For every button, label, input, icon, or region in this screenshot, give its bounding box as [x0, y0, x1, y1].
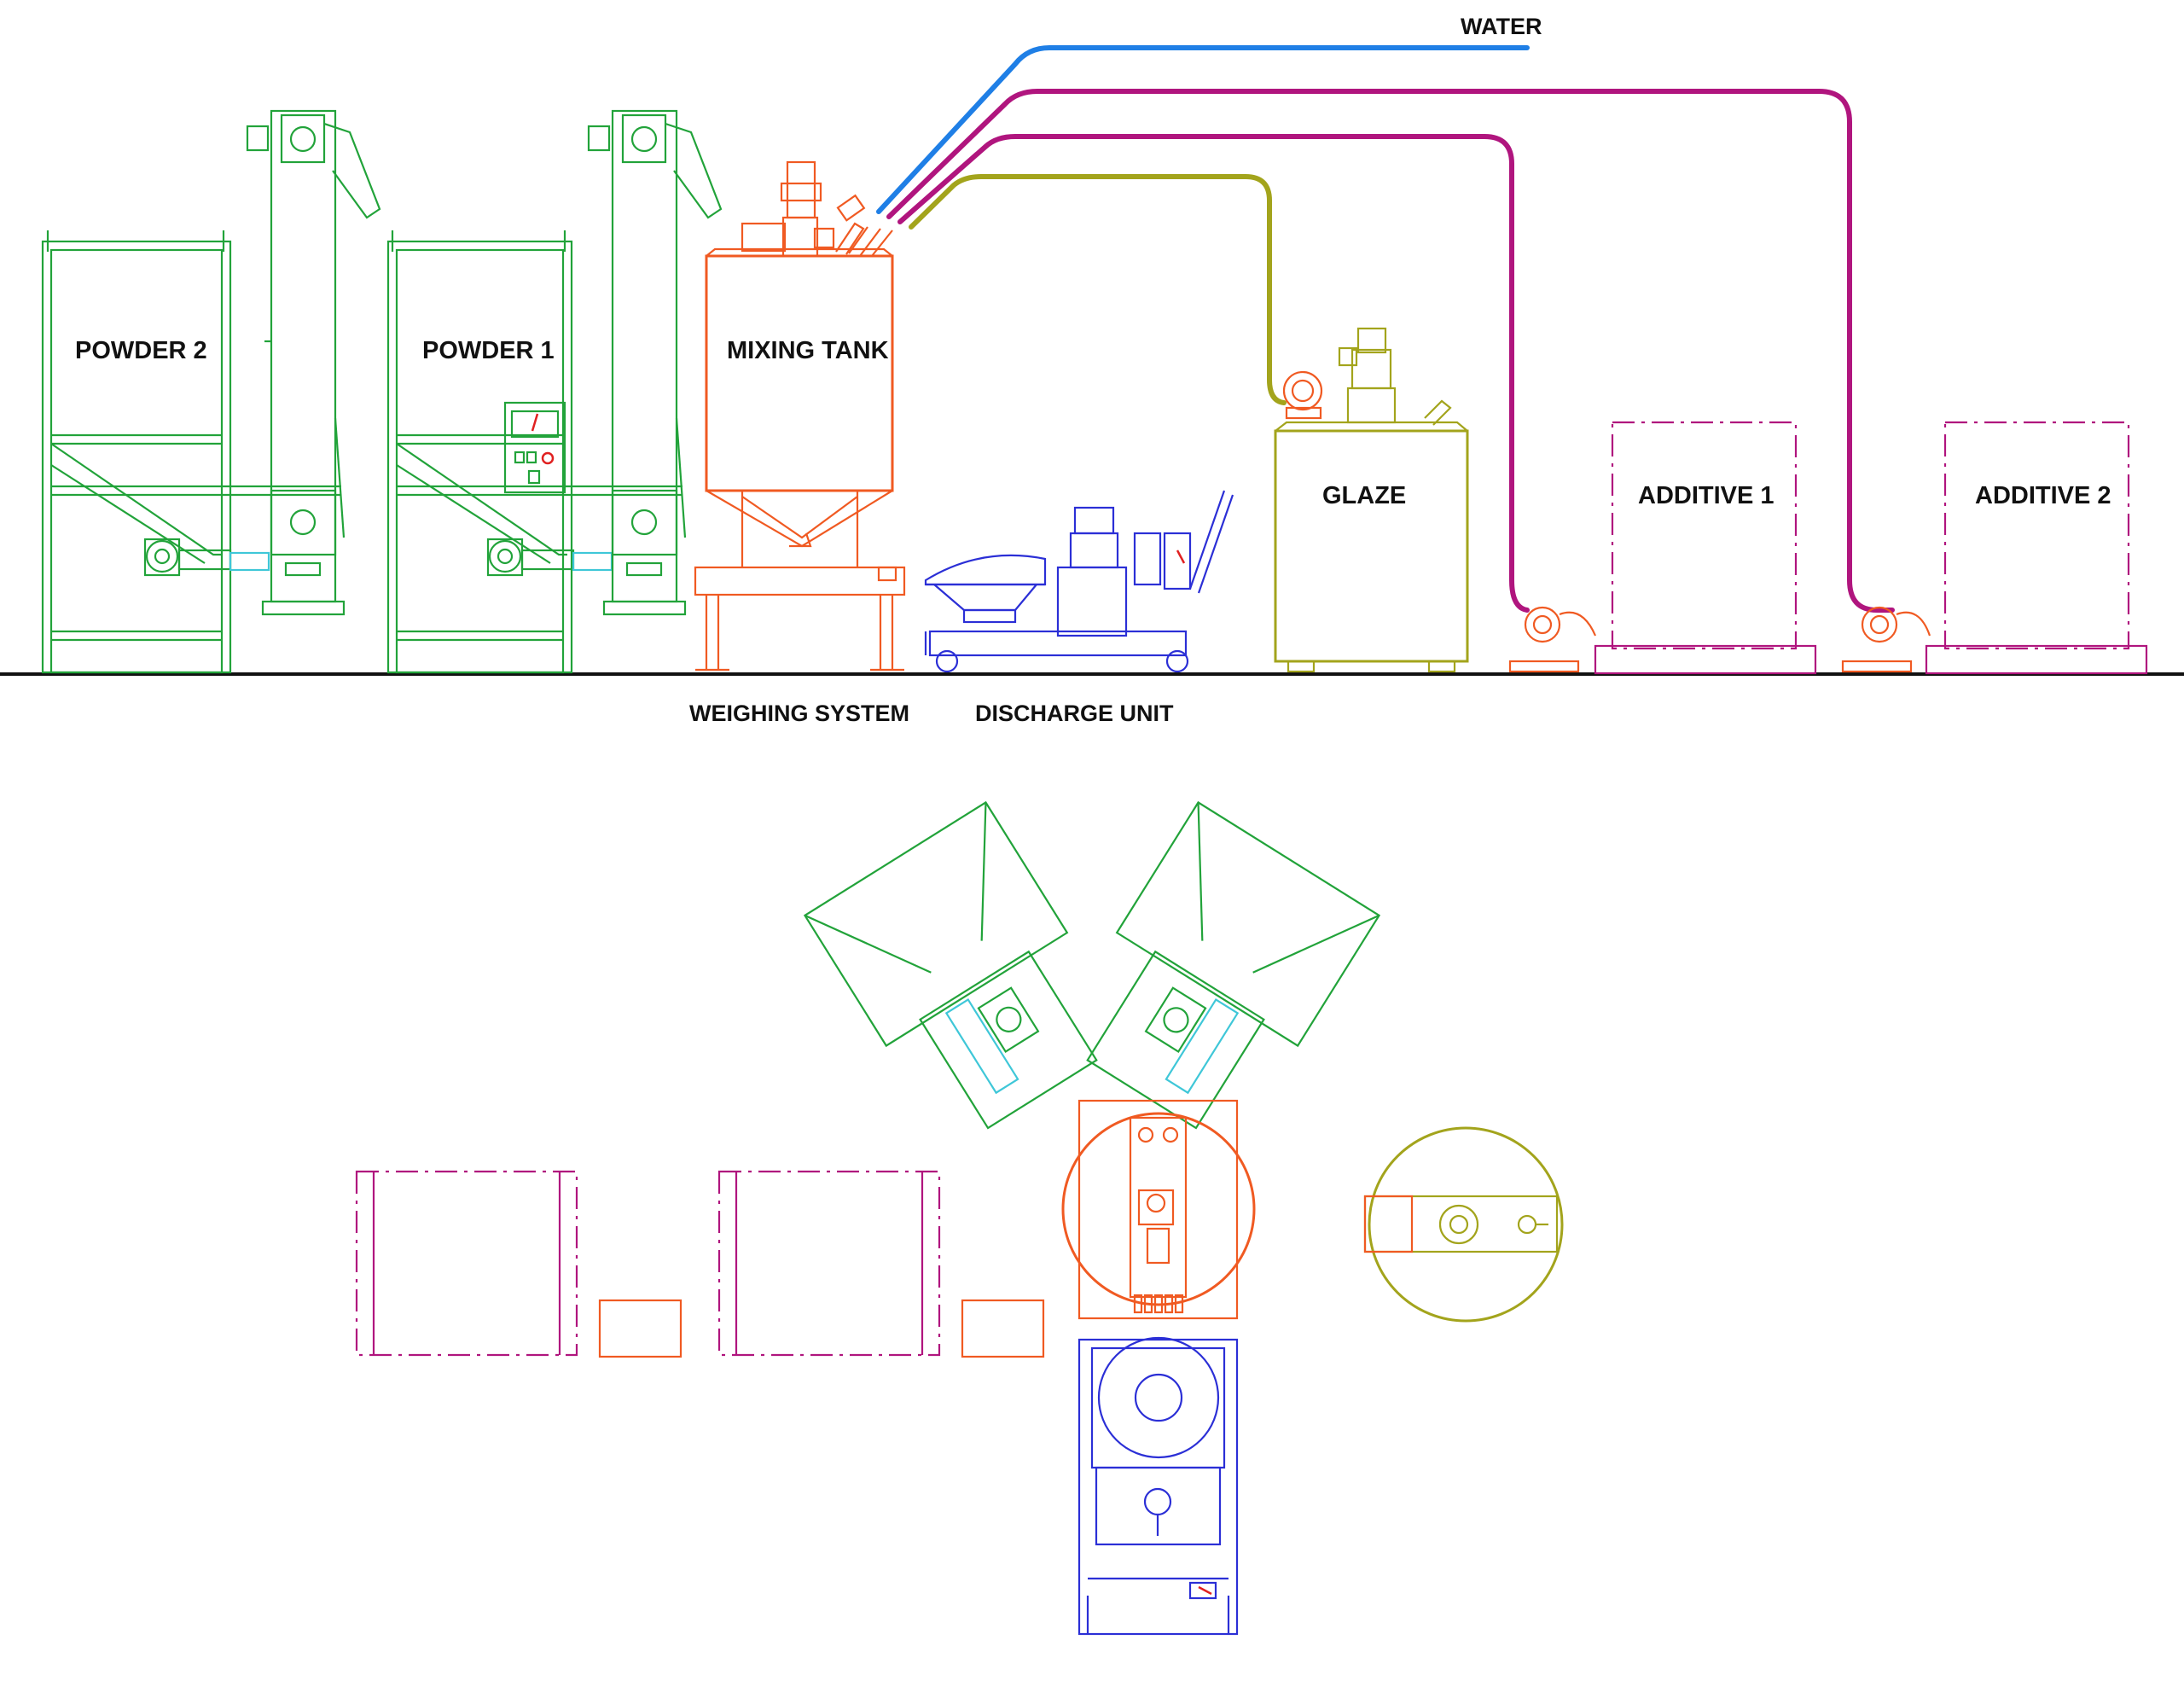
label-powder2: POWDER 2	[75, 337, 207, 364]
glaze-pipe	[909, 174, 1287, 405]
powder2-elevator	[246, 109, 381, 616]
glaze-pump	[1282, 370, 1323, 420]
additive1-tank	[1594, 421, 1817, 675]
plan-powder-hopper-right	[1086, 800, 1381, 1130]
mixing-tank	[694, 160, 906, 672]
label-additive2: ADDITIVE 2	[1975, 482, 2111, 509]
plan-additive-right	[717, 1170, 941, 1357]
label-mixing-tank: MIXING TANK	[727, 337, 889, 364]
discharge-unit	[924, 490, 1234, 673]
powder1-elevator	[587, 109, 723, 616]
plan-additive-pump-right	[961, 1299, 1045, 1358]
plan-discharge-unit	[1077, 1336, 1239, 1636]
control-panel	[503, 401, 566, 494]
label-powder1: POWDER 1	[422, 337, 555, 364]
label-water: WATER	[1461, 14, 1542, 39]
additive2-pipe	[886, 89, 1895, 613]
pipes	[876, 45, 1895, 613]
label-weighing-system: WEIGHING SYSTEM	[689, 701, 909, 726]
label-discharge-unit: DISCHARGE UNIT	[975, 701, 1174, 726]
label-additive1: ADDITIVE 1	[1638, 482, 1774, 509]
additive1-pipe	[897, 134, 1530, 613]
glaze-tank	[1274, 327, 1469, 673]
powder2-hopper	[41, 230, 341, 674]
plan-mixing-tank	[1061, 1099, 1256, 1320]
plan-powder-hopper-left	[803, 800, 1098, 1130]
water-pipe	[876, 45, 1530, 214]
plan-additive-pump-left	[598, 1299, 682, 1358]
label-glaze: GLAZE	[1322, 482, 1406, 509]
additive2-pump	[1841, 606, 1931, 673]
additive2-tank	[1925, 421, 2148, 675]
additive1-pump	[1508, 606, 1597, 673]
plan-glaze-tank	[1363, 1126, 1564, 1323]
plan-additive-left	[355, 1170, 578, 1357]
